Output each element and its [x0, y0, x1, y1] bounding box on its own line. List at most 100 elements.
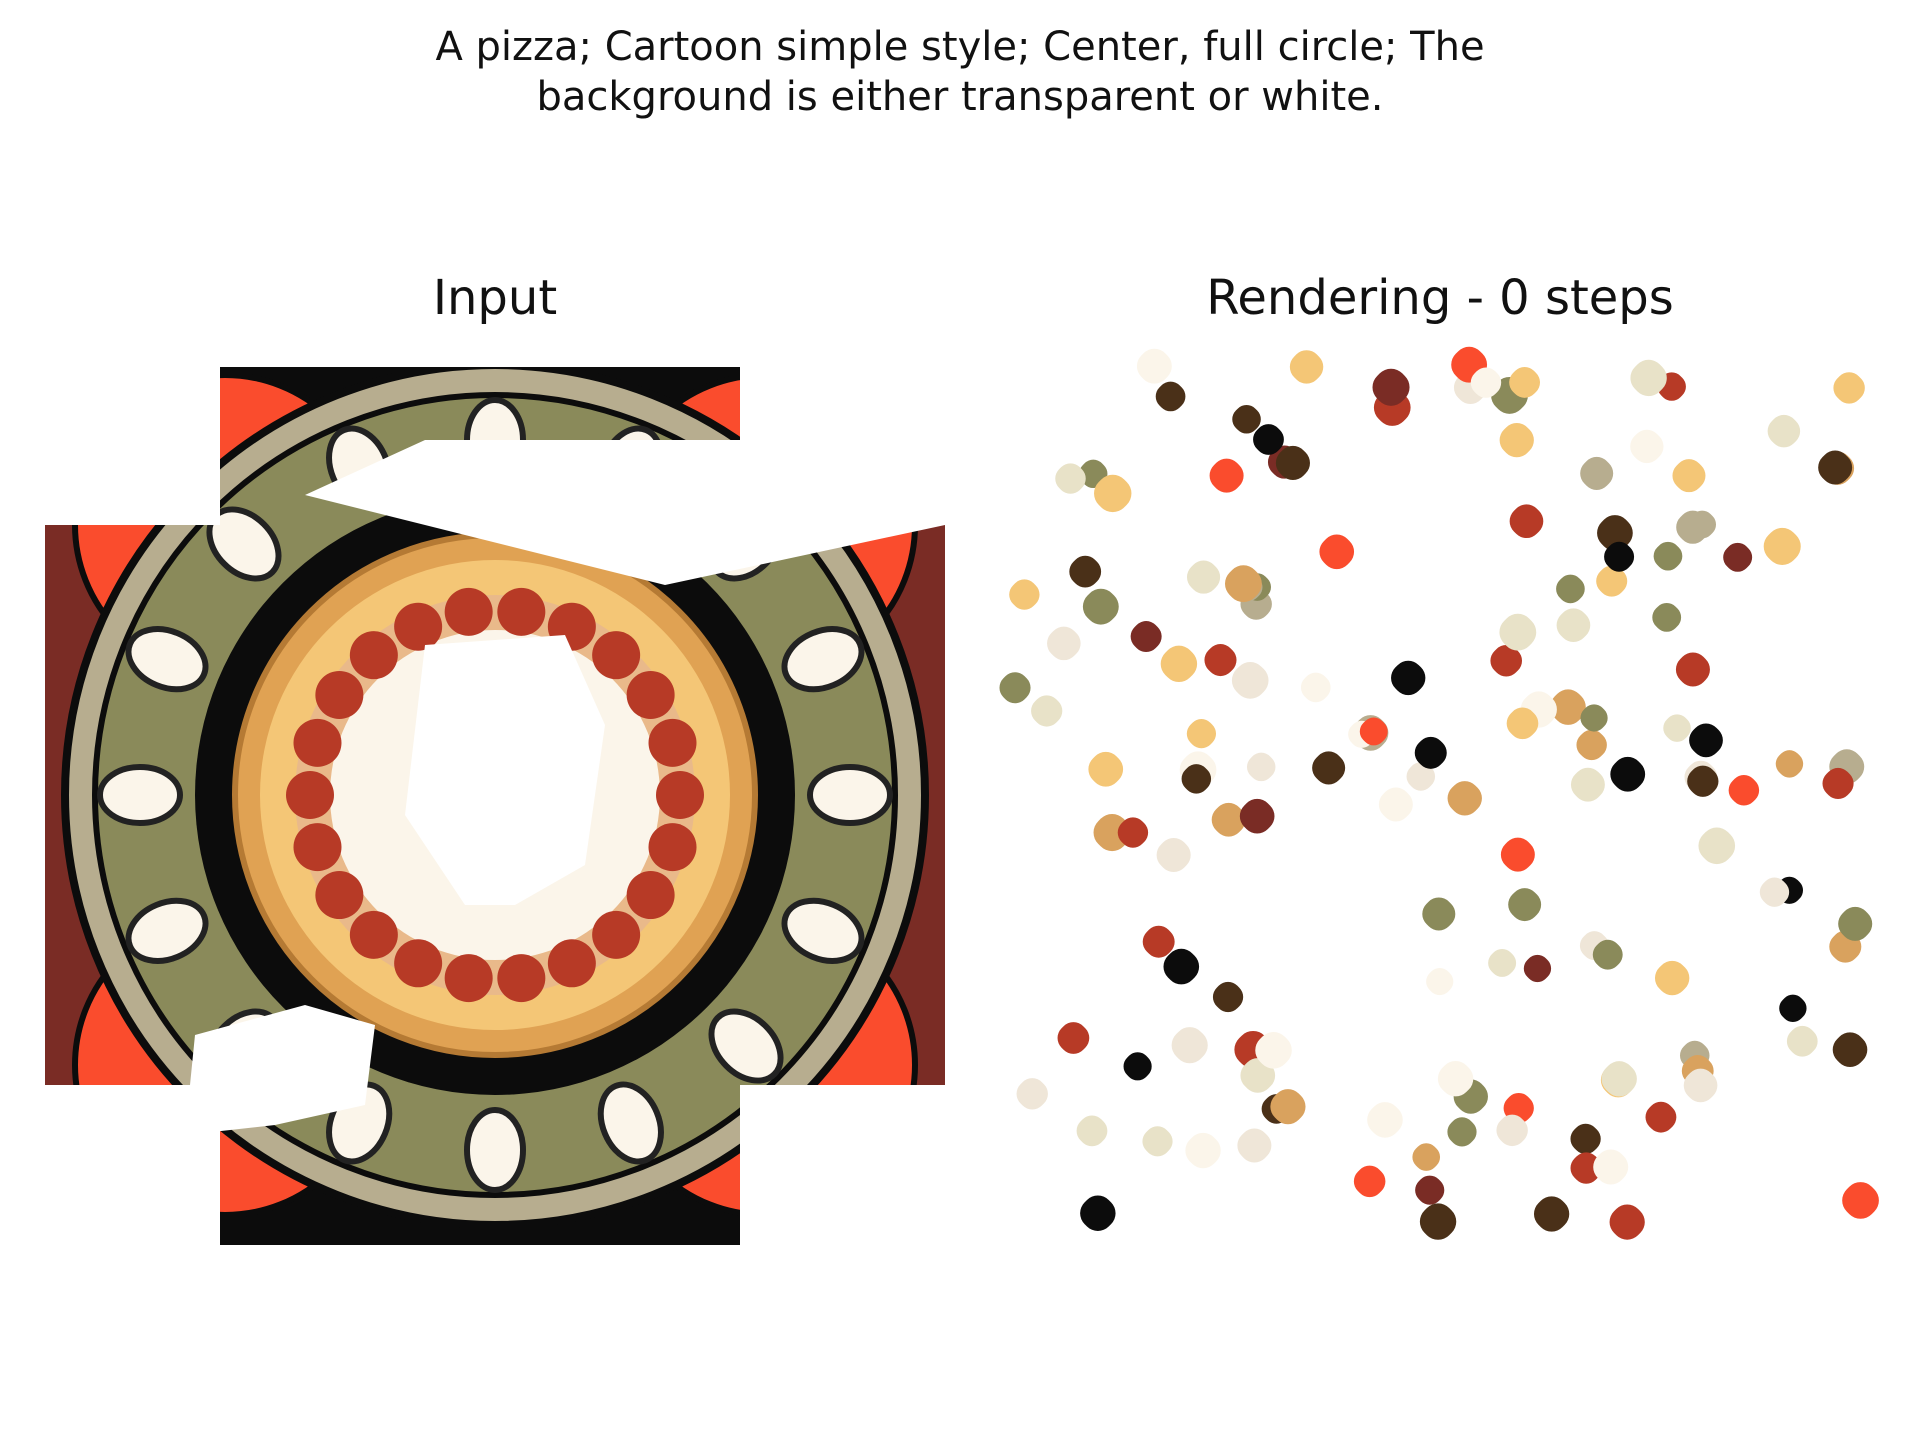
splat	[1142, 1126, 1173, 1157]
pepperoni-slice	[315, 670, 364, 719]
ring-tooth	[708, 1008, 784, 1084]
rendering-image	[999, 346, 1879, 1240]
splat	[1412, 1143, 1441, 1171]
splat	[1117, 817, 1149, 848]
splat	[1610, 756, 1646, 792]
splat	[1596, 565, 1628, 597]
splat	[1414, 736, 1447, 769]
splat	[1185, 1132, 1221, 1169]
splat	[1570, 1152, 1602, 1184]
ring-tooth	[125, 626, 209, 693]
splat	[1378, 787, 1413, 822]
splat	[1372, 368, 1410, 406]
figure-caption: A pizza; Cartoon simple style; Center, f…	[0, 22, 1920, 122]
splat	[1130, 621, 1162, 653]
splat	[1239, 798, 1275, 834]
splat	[1156, 837, 1191, 873]
splat	[1593, 1149, 1629, 1185]
splat	[1833, 372, 1865, 404]
splat	[1253, 424, 1284, 455]
splat	[1654, 960, 1690, 996]
input-image	[45, 345, 945, 1245]
rendering-panel-title: Rendering - 0 steps	[1206, 270, 1674, 326]
splat	[1842, 1182, 1879, 1219]
pepperoni-slice	[497, 954, 546, 1003]
splat	[1275, 445, 1310, 481]
splat	[1231, 662, 1269, 699]
splat	[1523, 954, 1552, 983]
splat	[1663, 714, 1691, 742]
splat	[1630, 429, 1664, 464]
mask-tl	[45, 345, 220, 525]
splat	[1076, 1115, 1108, 1147]
splat	[1353, 1165, 1386, 1198]
splat	[1367, 1102, 1403, 1138]
splat	[1763, 527, 1801, 565]
splat	[1508, 888, 1542, 922]
splat	[1232, 404, 1261, 434]
splat	[1080, 1195, 1116, 1231]
mask-br	[740, 1085, 945, 1245]
splat	[1093, 813, 1131, 852]
splat	[1155, 381, 1186, 412]
splat	[1500, 837, 1535, 872]
pepperoni-slice	[497, 587, 546, 636]
pepperoni-slice	[648, 718, 697, 767]
splat	[1094, 474, 1132, 513]
splat	[1181, 764, 1212, 794]
pepperoni-slice	[293, 823, 342, 872]
splat	[1289, 350, 1324, 384]
splat	[1426, 967, 1454, 996]
pepperoni-slice	[626, 871, 675, 920]
splat	[1031, 695, 1063, 727]
splat	[999, 672, 1031, 704]
splat	[1675, 652, 1710, 687]
splat	[1683, 1068, 1718, 1103]
mask-band-bottom	[185, 1005, 375, 1135]
splat	[1300, 672, 1331, 703]
splat	[1506, 707, 1539, 740]
splat	[1488, 948, 1517, 977]
caption-line-1: A pizza; Cartoon simple style; Center, f…	[435, 24, 1485, 70]
pepperoni-slice	[656, 771, 704, 819]
splat	[1437, 1061, 1474, 1097]
splat	[1533, 1196, 1570, 1232]
pepperoni-slice	[444, 587, 493, 636]
splat	[1422, 897, 1456, 931]
splat	[1142, 925, 1175, 958]
splat	[1447, 781, 1482, 816]
splat	[1255, 1032, 1292, 1069]
splat	[1652, 602, 1682, 632]
splat	[1570, 1123, 1601, 1155]
splat	[1570, 767, 1605, 802]
splat	[1209, 458, 1244, 493]
splat	[1698, 827, 1736, 865]
splat	[1592, 939, 1623, 970]
mask-top-strip	[45, 345, 945, 367]
ring-tooth	[781, 897, 865, 964]
splat	[1779, 994, 1807, 1022]
pepperoni-slice	[394, 939, 443, 988]
splat	[1688, 510, 1717, 539]
pepperoni-slice	[592, 631, 641, 680]
splat	[1775, 750, 1804, 778]
pepperoni-slice	[349, 910, 398, 959]
caption-line-2: background is either transparent or whit…	[536, 74, 1384, 120]
ring-tooth	[781, 626, 865, 693]
splat	[1597, 515, 1633, 551]
splat	[1160, 645, 1198, 683]
pepperoni-slice	[349, 631, 398, 680]
splat	[1672, 459, 1706, 493]
splat	[1576, 729, 1607, 761]
splat	[1604, 541, 1635, 572]
splat	[1767, 414, 1801, 448]
splat	[1211, 802, 1246, 837]
pepperoni-slice	[547, 939, 596, 988]
splat	[1609, 1204, 1645, 1240]
ring-tooth	[597, 1081, 664, 1165]
splat	[1016, 1078, 1048, 1110]
splat	[1470, 367, 1502, 398]
splat	[1391, 660, 1426, 696]
splat	[1082, 588, 1119, 625]
pepperoni-slice	[286, 771, 334, 819]
